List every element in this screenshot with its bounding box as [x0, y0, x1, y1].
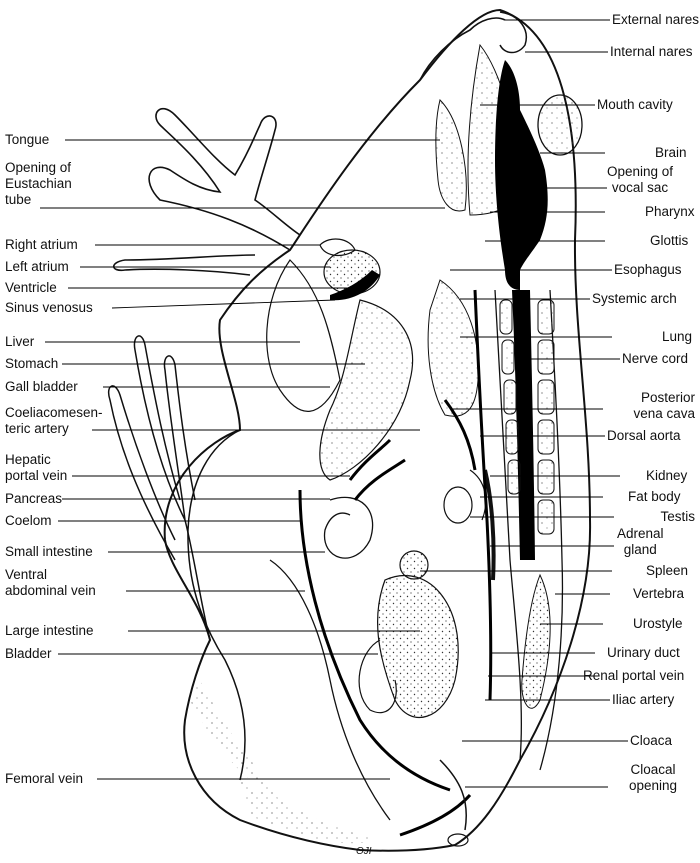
- leader-lines-left: [40, 140, 445, 779]
- label-vocal-line1: Opening of: [607, 164, 673, 180]
- label-small-intestine: Small intestine: [5, 544, 93, 560]
- label-posterior-vena-cava: Posterior vena cava: [606, 390, 695, 422]
- label-adrenal-line2: gland: [617, 542, 664, 558]
- label-tongue: Tongue: [5, 132, 49, 148]
- artist-signature: OJI: [356, 846, 372, 857]
- stomach-shape: [320, 300, 413, 480]
- label-eustachian-line1: Opening of: [5, 160, 72, 176]
- label-glottis: Glottis: [650, 233, 688, 249]
- large-intestine-shape: [378, 576, 459, 718]
- label-dorsal-aorta: Dorsal aorta: [607, 428, 681, 444]
- label-hepatic-portal-vein: Hepatic portal vein: [5, 452, 67, 484]
- label-hepatic-line2: portal vein: [5, 468, 67, 484]
- label-femoral-vein: Femoral vein: [5, 771, 83, 787]
- lower-body-stipple: [240, 780, 380, 843]
- label-urinary-duct: Urinary duct: [607, 645, 680, 661]
- forelimb-upper: [149, 109, 300, 250]
- label-iliac-artery: Iliac artery: [612, 692, 674, 708]
- label-adrenal-line1: Adrenal: [617, 526, 664, 542]
- label-urostyle: Urostyle: [633, 616, 683, 632]
- cloaca-shape: [440, 760, 466, 830]
- label-gall-bladder: Gall bladder: [5, 379, 78, 395]
- label-ventral-line1: Ventral: [5, 567, 96, 583]
- label-hepatic-line1: Hepatic: [5, 452, 67, 468]
- label-posterior-line1: Posterior: [606, 390, 695, 406]
- vocal-sac: [538, 95, 582, 155]
- label-liver: Liver: [5, 334, 34, 350]
- label-bladder: Bladder: [5, 646, 52, 662]
- label-cloacal-opening: Cloacal opening: [608, 762, 698, 794]
- label-spleen: Spleen: [646, 563, 688, 579]
- hindleg-thigh: [270, 560, 390, 820]
- label-ventricle: Ventricle: [5, 280, 57, 296]
- label-cloacal-line2: opening: [608, 778, 698, 794]
- label-opening-eustachian: Opening of Eustachian tube: [5, 160, 72, 208]
- label-vocal-line2: vocal sac: [607, 180, 673, 196]
- label-nerve-cord: Nerve cord: [622, 351, 688, 367]
- label-eustachian-line2: Eustachian: [5, 176, 72, 192]
- femoral-vein-line: [400, 795, 470, 835]
- label-eustachian-line3: tube: [5, 192, 72, 208]
- label-internal-nares: Internal nares: [610, 44, 693, 60]
- tongue-shape: [436, 100, 466, 211]
- label-brain: Brain: [655, 145, 687, 161]
- label-fat-body: Fat body: [628, 489, 681, 505]
- label-ventral-abdominal-vein: Ventral abdominal vein: [5, 567, 96, 599]
- label-coelom: Coelom: [5, 513, 52, 529]
- label-posterior-line2: vena cava: [606, 406, 695, 422]
- thigh-stipple: [190, 680, 280, 800]
- label-cloaca: Cloaca: [630, 733, 672, 749]
- label-sinus-venosus: Sinus venosus: [5, 300, 93, 316]
- label-cloacal-line1: Cloacal: [608, 762, 698, 778]
- small-intestine-shape: [325, 497, 373, 558]
- label-coeliac-line2: teric artery: [5, 421, 103, 437]
- urostyle-shape: [522, 575, 550, 708]
- snout: [500, 12, 526, 53]
- label-mouth-cavity: Mouth cavity: [597, 97, 673, 113]
- label-stomach: Stomach: [5, 356, 58, 372]
- label-kidney: Kidney: [646, 468, 687, 484]
- label-coeliac-line1: Coeliacomesen-: [5, 405, 103, 421]
- label-large-intestine: Large intestine: [5, 623, 94, 639]
- label-adrenal-gland: Adrenal gland: [617, 526, 664, 558]
- label-lung: Lung: [662, 329, 692, 345]
- spleen-shape: [400, 551, 428, 579]
- label-coeliacomesenteric-artery: Coeliacomesen- teric artery: [5, 405, 103, 437]
- label-pharynx: Pharynx: [645, 204, 695, 220]
- label-testis: Testis: [606, 509, 695, 525]
- label-left-atrium: Left atrium: [5, 259, 69, 275]
- label-esophagus: Esophagus: [614, 262, 682, 278]
- label-external-nares: External nares: [612, 12, 699, 28]
- forelimb-lower: [114, 255, 255, 275]
- label-opening-vocal-sac: Opening of vocal sac: [607, 164, 673, 196]
- brain-shape: [495, 60, 548, 290]
- label-renal-portal-vein: Renal portal vein: [583, 668, 684, 684]
- label-pancreas: Pancreas: [5, 491, 62, 507]
- label-vertebra: Vertebra: [633, 586, 684, 602]
- testis-shape: [444, 487, 472, 523]
- label-systemic-arch: Systemic arch: [592, 291, 677, 307]
- label-right-atrium: Right atrium: [5, 237, 78, 253]
- label-ventral-line2: abdominal vein: [5, 583, 96, 599]
- lung-shape: [428, 280, 478, 416]
